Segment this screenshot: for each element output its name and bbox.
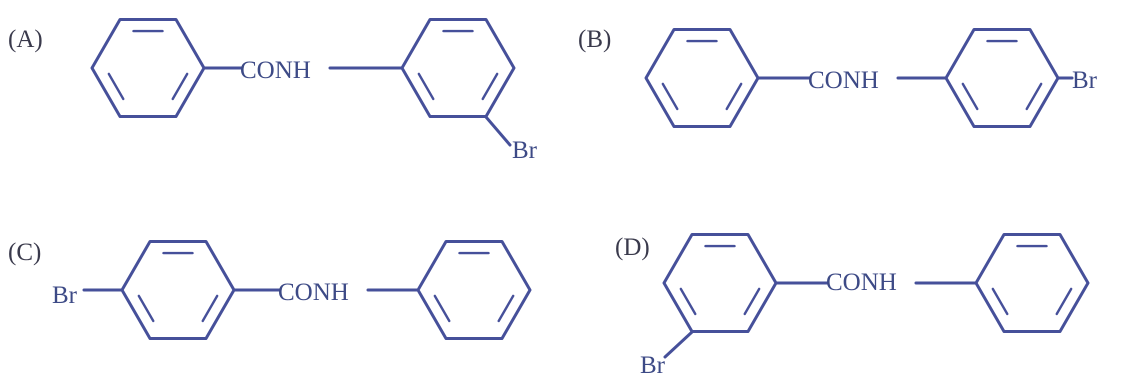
- option-c-right-ring-outline: [416, 240, 532, 340]
- option-b-right-ring-double-bond-1: [1025, 82, 1043, 111]
- option-d-right-ring-double-bond-1: [1055, 287, 1073, 316]
- option-d-left-ring-double-bond-1: [743, 287, 761, 316]
- option-c-right-ring-double-bond-1: [497, 294, 515, 323]
- option-d-br-label: Br: [640, 352, 665, 379]
- option-b-br-label: Br: [1072, 67, 1097, 94]
- option-c-right-ring: [416, 240, 532, 340]
- option-b-left-ring-double-bond-1: [725, 82, 743, 111]
- option-d-bond-ring-br: [663, 330, 694, 359]
- option-a-br-label: Br: [512, 137, 537, 164]
- option-b-left-ring: [644, 28, 760, 128]
- option-a-right-ring-double-bond-2: [417, 72, 435, 101]
- option-c-left-ring: [120, 240, 236, 340]
- option-c-label: (C): [8, 239, 42, 266]
- option-b-conh-label: CONH: [808, 67, 879, 94]
- option-b-left-ring-double-bond-2: [661, 82, 679, 111]
- option-d-right-ring-outline: [974, 233, 1090, 333]
- option-b-right-ring-double-bond-2: [961, 82, 979, 111]
- option-d-right-ring-double-bond-2: [991, 287, 1009, 316]
- option-d-left-ring-outline: [662, 233, 778, 333]
- option-b-label: (B): [578, 26, 612, 53]
- option-d-left-ring: [662, 233, 778, 333]
- option-a-right-ring-double-bond-1: [481, 72, 499, 101]
- option-a-left-ring: [90, 18, 206, 118]
- option-a-left-ring-double-bond-2: [107, 72, 125, 101]
- option-a-left-ring-outline: [90, 18, 206, 118]
- option-a-label: (A): [8, 26, 43, 53]
- option-a-conh-label: CONH: [240, 57, 311, 84]
- option-c-left-ring-double-bond-2: [137, 294, 155, 323]
- option-c-right-ring-double-bond-2: [433, 294, 451, 323]
- option-a-right-ring-outline: [400, 18, 516, 118]
- option-a-left-ring-double-bond-1: [171, 72, 189, 101]
- option-c-left-ring-outline: [120, 240, 236, 340]
- option-c-conh-label: CONH: [278, 279, 349, 306]
- option-c-br-label: Br: [52, 282, 77, 309]
- option-b-right-ring: [944, 28, 1060, 128]
- option-a-right-ring: [400, 18, 516, 118]
- option-d-left-ring-double-bond-2: [679, 287, 697, 316]
- option-b-left-ring-outline: [644, 28, 760, 128]
- option-d-conh-label: CONH: [826, 269, 897, 296]
- option-a-bond-ring-br: [484, 115, 512, 147]
- option-d-right-ring: [974, 233, 1090, 333]
- option-d-label: (D): [615, 234, 650, 261]
- option-b-right-ring-outline: [944, 28, 1060, 128]
- option-c-left-ring-double-bond-1: [201, 294, 219, 323]
